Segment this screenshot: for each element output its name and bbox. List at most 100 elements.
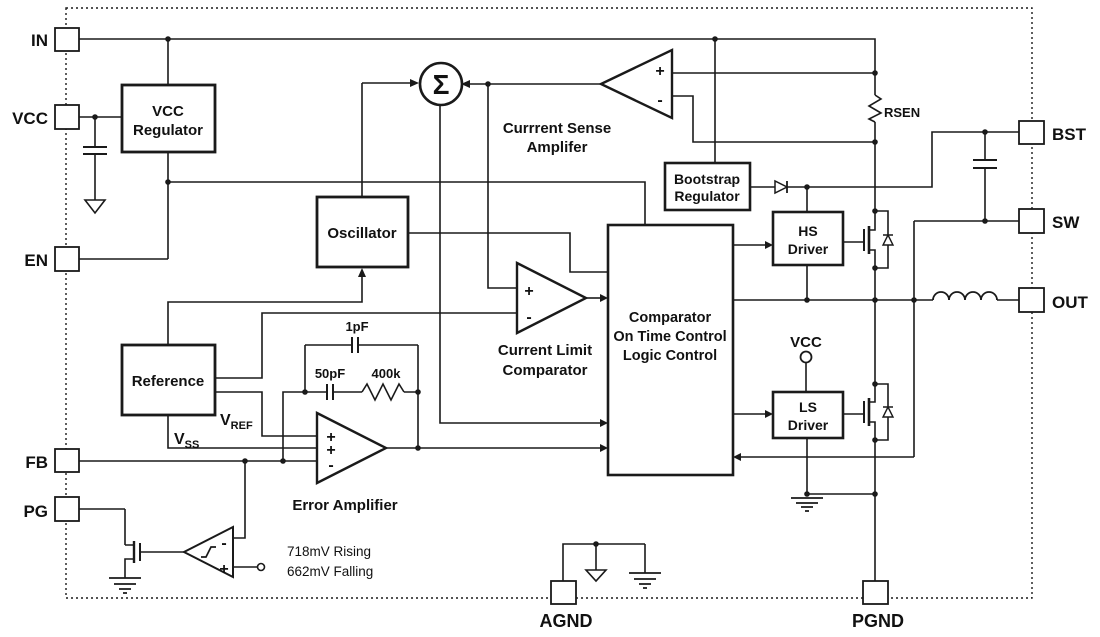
vcc-regulator-block bbox=[120, 83, 217, 154]
wire-vss bbox=[167, 415, 317, 449]
arrowheads bbox=[358, 79, 773, 461]
current-sense-amp bbox=[598, 48, 674, 120]
summing-node: Σ bbox=[418, 61, 464, 107]
earth-ground-ls-icon bbox=[791, 497, 823, 512]
wire-osc-out bbox=[408, 232, 608, 273]
error-amplifier bbox=[315, 411, 389, 485]
earth-ground-pg-icon bbox=[109, 577, 141, 594]
wire-bst bbox=[750, 131, 1019, 212]
wire-vcc-pin bbox=[79, 116, 122, 200]
pg-fet-leads bbox=[124, 544, 134, 578]
wire-en-logic bbox=[79, 152, 646, 260]
res-400k-label: 400k bbox=[372, 366, 402, 381]
bootstrap-diode-triangle bbox=[774, 179, 789, 195]
wire-fb bbox=[79, 391, 317, 539]
ls-driver-block bbox=[771, 390, 845, 440]
pin-pgnd bbox=[862, 580, 889, 605]
pin-label-out: OUT bbox=[1052, 293, 1089, 312]
current-limit-comparator bbox=[515, 261, 589, 335]
earth-ground-agnd-icon bbox=[629, 572, 661, 589]
csa-plus: + bbox=[655, 63, 664, 80]
pin-en bbox=[54, 246, 80, 272]
component-labels: RSEN 1pF 50pF 400k VREF VSS bbox=[174, 105, 920, 451]
wire-compensation bbox=[304, 344, 419, 448]
pin-fb bbox=[54, 448, 80, 473]
arrow-ea-to-logic-icon bbox=[600, 444, 608, 452]
pin-vcc bbox=[54, 104, 80, 130]
wire-agnd bbox=[562, 543, 646, 581]
pin-label-pgnd: PGND bbox=[852, 611, 904, 631]
junction-dots bbox=[92, 36, 988, 547]
pg-threshold-rising: 718mV Rising bbox=[287, 544, 371, 559]
wires bbox=[79, 38, 1019, 581]
wire-rsen-bottom bbox=[672, 95, 876, 211]
pin-sw bbox=[1018, 208, 1045, 234]
pin-label-in: IN bbox=[31, 31, 48, 50]
oscillator-block bbox=[315, 195, 410, 269]
vcc-node: VCC bbox=[790, 334, 822, 364]
pin-label-bst: BST bbox=[1052, 125, 1087, 144]
ls-body-diode bbox=[881, 405, 895, 418]
clc-plus: + bbox=[524, 283, 533, 300]
pins: IN VCC EN FB PG BST SW OUT AGND PGND bbox=[12, 27, 1089, 631]
ls-fet-leads bbox=[843, 384, 876, 440]
ground-symbols bbox=[83, 199, 823, 594]
wire-pg bbox=[79, 508, 184, 553]
arrow-sum-to-logic-icon bbox=[600, 419, 608, 427]
pg-threshold-terminal bbox=[256, 562, 266, 572]
arrow-into-sum-right-icon bbox=[461, 80, 470, 88]
arrow-into-oscillator-icon bbox=[358, 268, 366, 277]
control-logic-block bbox=[606, 223, 735, 477]
arrow-clc-to-logic-icon bbox=[600, 294, 608, 302]
wire-vref bbox=[215, 391, 317, 437]
wire-csa-out bbox=[470, 83, 601, 289]
vcc-node-label: VCC bbox=[790, 334, 822, 351]
sigma-symbol: Σ bbox=[433, 69, 450, 100]
pgc-plus: + bbox=[219, 561, 228, 578]
ea-plus1: + bbox=[326, 429, 335, 446]
bst-cap bbox=[973, 159, 997, 169]
pin-label-sw: SW bbox=[1052, 213, 1080, 232]
hs-fet-leads bbox=[843, 211, 876, 268]
output-inductor bbox=[932, 291, 998, 301]
ea-plus2: + bbox=[326, 442, 335, 459]
pin-agnd bbox=[550, 580, 577, 605]
arrow-to-ls-driver-icon bbox=[765, 410, 773, 418]
comp-caps bbox=[326, 337, 359, 400]
ls-mosfet bbox=[843, 383, 895, 441]
pgc-minus: - bbox=[221, 535, 226, 552]
pin-label-vcc: VCC bbox=[12, 109, 48, 128]
ea-minus: - bbox=[328, 457, 333, 474]
hs-mosfet bbox=[843, 210, 895, 269]
arrow-into-sum-left-icon bbox=[410, 79, 419, 87]
signal-ground-agnd-icon bbox=[584, 569, 608, 583]
wire-sw-node bbox=[733, 168, 1019, 458]
pg-threshold-falling: 662mV Falling bbox=[287, 564, 373, 579]
hysteresis-icon bbox=[201, 546, 216, 558]
signal-ground-vcc-icon bbox=[83, 199, 107, 215]
pin-bst bbox=[1018, 120, 1045, 145]
summing-node-circle bbox=[418, 61, 464, 107]
oscillator-label: Oscillator bbox=[327, 225, 396, 242]
wire-in-bus bbox=[79, 38, 876, 163]
rsen-zigzag bbox=[867, 94, 883, 123]
pin-pg bbox=[54, 496, 80, 522]
vss-label: VSS bbox=[174, 431, 199, 451]
csa-minus: - bbox=[657, 92, 662, 109]
arrow-to-hs-driver-icon bbox=[765, 241, 773, 249]
wire-sum-out bbox=[439, 105, 600, 424]
pin-in bbox=[54, 27, 80, 52]
hs-body-diode bbox=[881, 233, 895, 246]
error-amplifier-label: Error Amplifier bbox=[292, 497, 397, 514]
vref-label: VREF bbox=[220, 412, 253, 432]
wire-osc-ramp bbox=[361, 82, 410, 198]
cap-50pf-label: 50pF bbox=[315, 366, 345, 381]
